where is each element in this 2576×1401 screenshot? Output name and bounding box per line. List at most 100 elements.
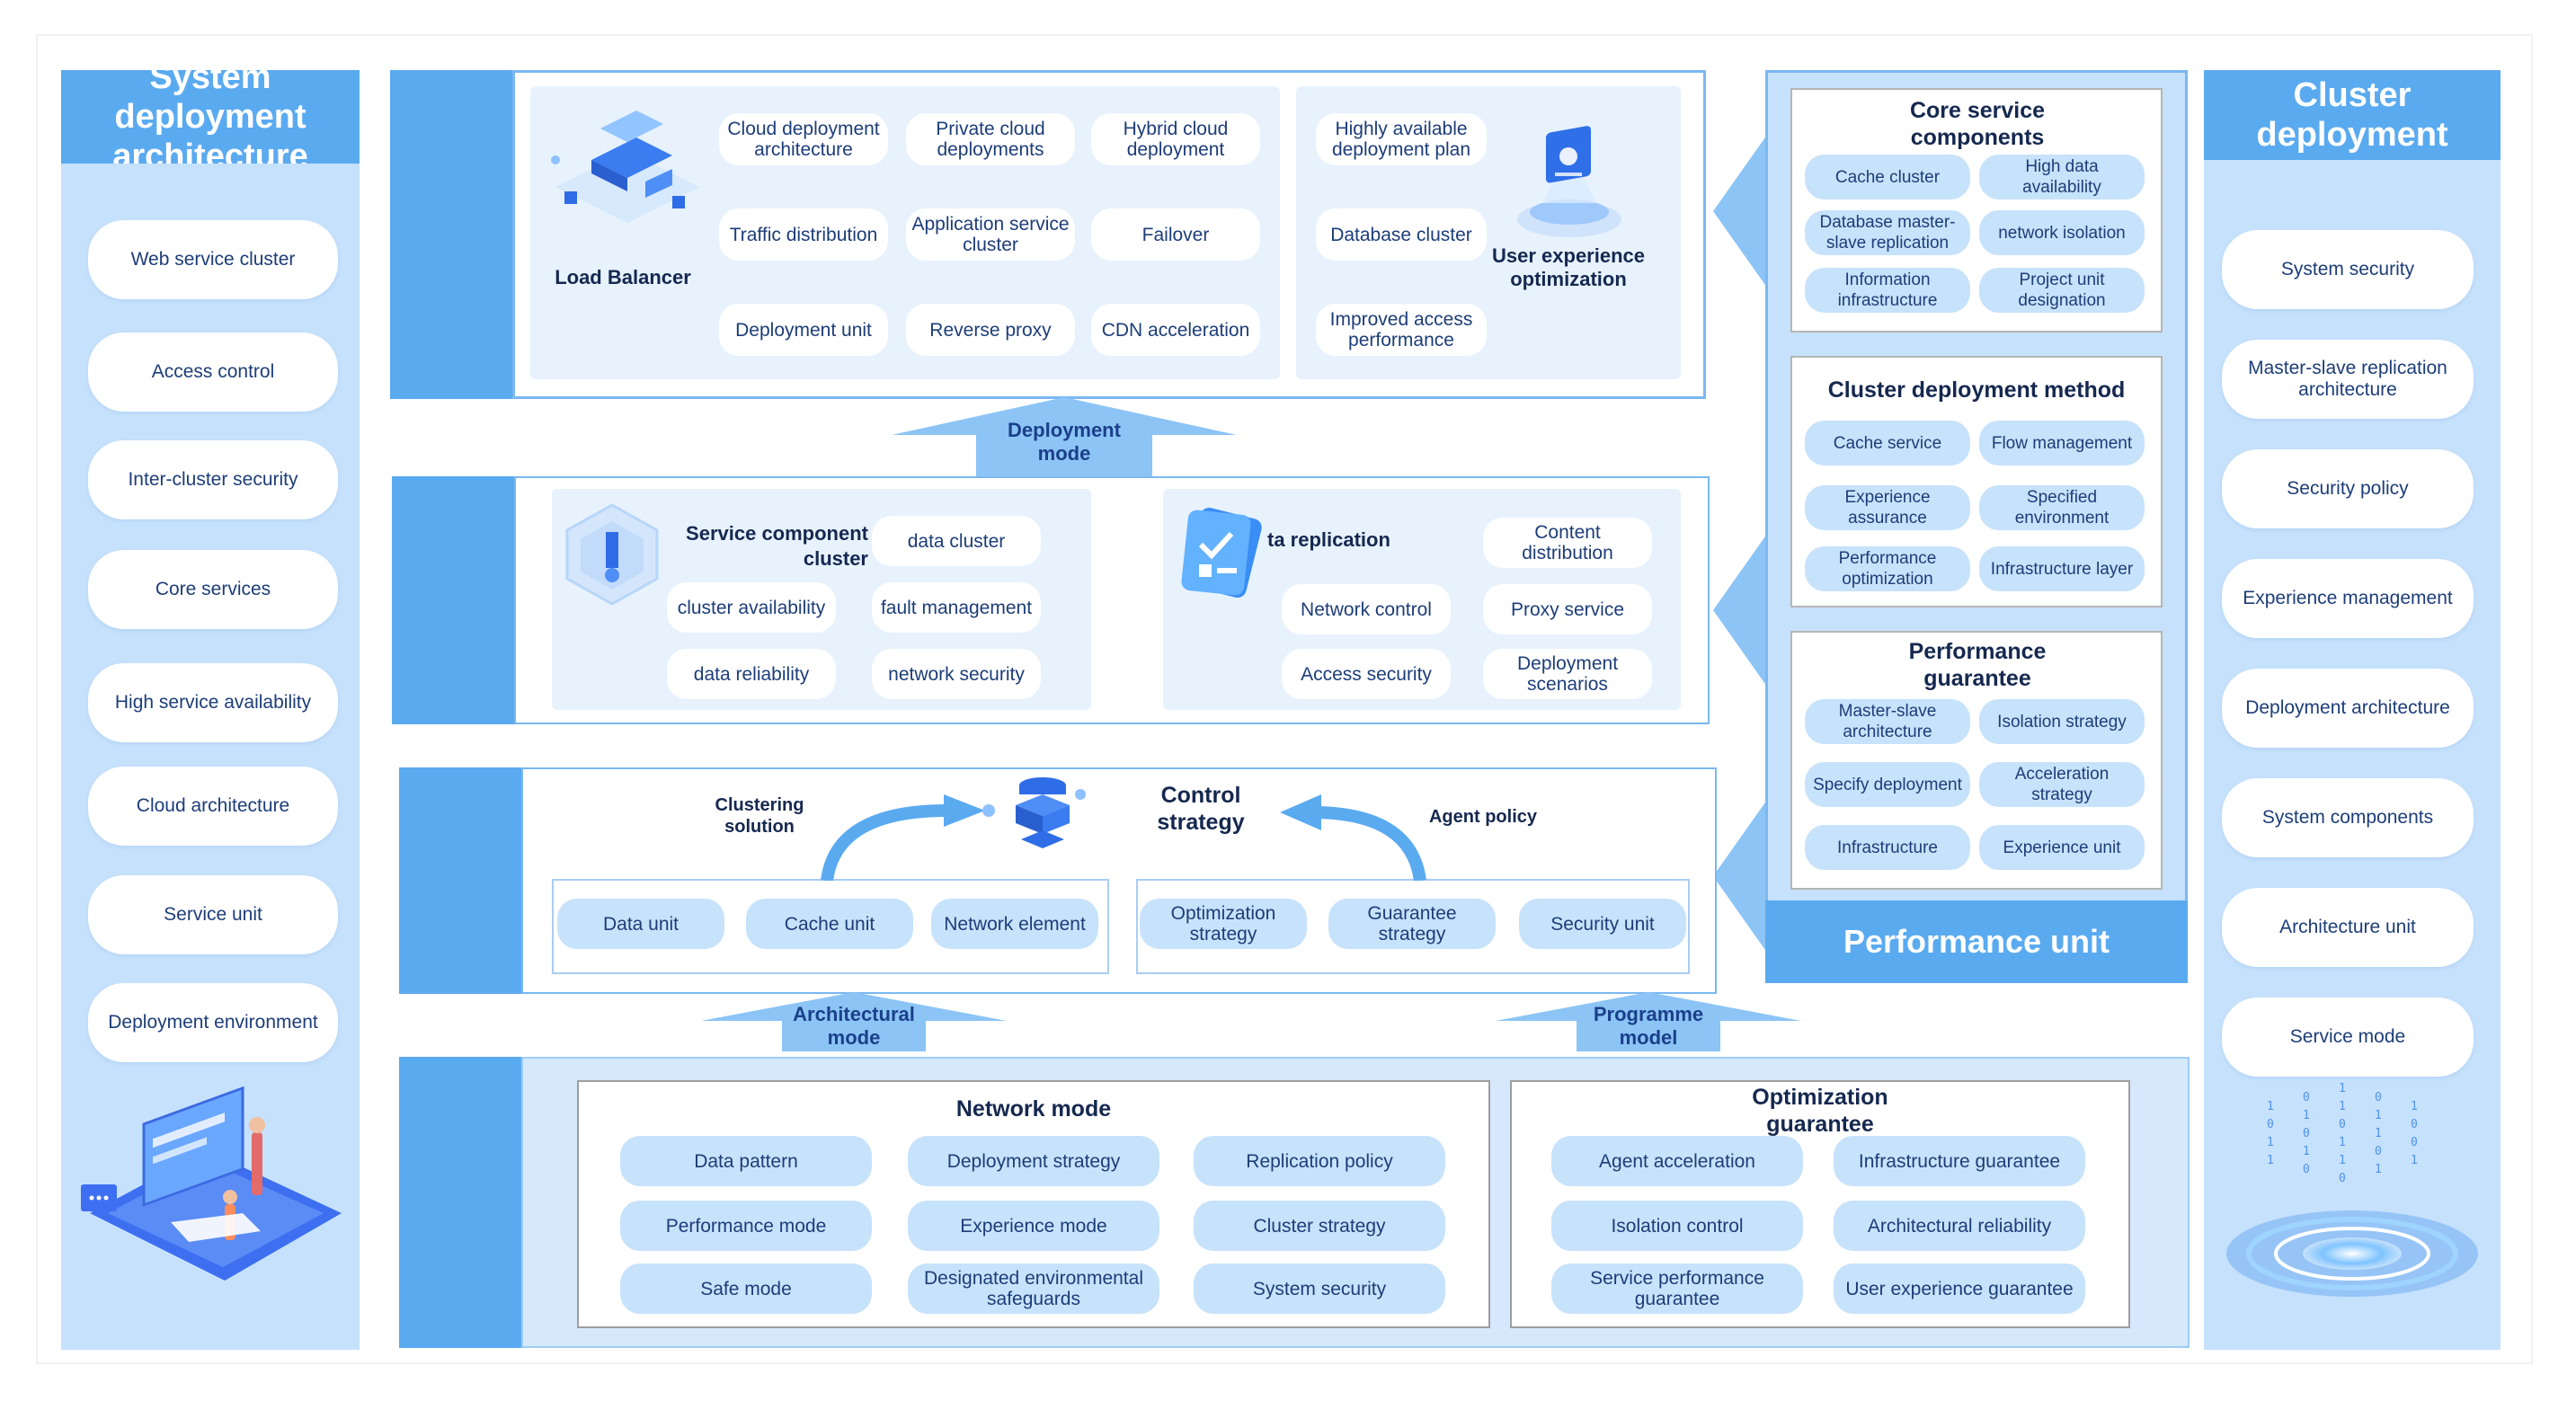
svg-text:0: 0 (2411, 1136, 2418, 1149)
network-mode-chip: Cluster strategy (1194, 1201, 1445, 1251)
svg-text:1: 1 (2411, 1100, 2418, 1113)
optimization-chip: Isolation control (1551, 1201, 1803, 1251)
architectural-mode-arrow (701, 992, 1007, 1051)
left-column-title: System deployment architecture (61, 70, 360, 164)
optimization-chip: Service performance guarantee (1551, 1264, 1803, 1314)
svg-text:0: 0 (2267, 1118, 2274, 1131)
svg-text:1: 1 (2267, 1136, 2274, 1149)
left-column-item: Access control (88, 333, 338, 412)
left-column-item: High service availability (88, 663, 338, 742)
performance-chip: Master-slave architecture (1805, 699, 1970, 744)
top-panel-chip: Failover (1091, 208, 1260, 261)
left-column-item: Inter-cluster security (88, 440, 338, 519)
performance-chip: Performance optimization (1805, 546, 1970, 591)
mid-right-chip: Network control (1282, 584, 1451, 634)
control-right-chip: Security unit (1519, 899, 1686, 949)
svg-text:0: 0 (2303, 1163, 2310, 1176)
top-panel-chip: Private cloud deployments (906, 113, 1075, 165)
mid-right-chip: Proxy service (1483, 584, 1652, 634)
optimization-chip: User experience guarantee (1834, 1264, 2085, 1314)
top-panel-right-chip: Database cluster (1316, 208, 1487, 261)
control-left-chip: Data unit (557, 899, 724, 949)
programme-model-arrow (1496, 992, 1801, 1051)
control-strategy-title: Control strategy (1157, 783, 1245, 835)
network-mode-chip: Designated environmental safeguards (908, 1264, 1159, 1314)
performance-chip: Experience unit (1979, 825, 2145, 870)
control-left-chip: Cache unit (746, 899, 913, 949)
right-column-item: Deployment architecture (2222, 669, 2474, 748)
stack-icon (982, 777, 1086, 848)
perf-guarantee-title: Performance guarantee (1908, 639, 2047, 691)
performance-chip: Infrastructure (1805, 825, 1970, 870)
clustering-solution-label: Clustering solution (715, 795, 804, 837)
network-mode-chip: Deployment strategy (908, 1136, 1159, 1186)
right-column-item: Security policy (2222, 449, 2474, 528)
left-arrow-2 (1713, 534, 1767, 687)
curved-arrow-left (821, 794, 985, 881)
left-arrow-1 (1713, 135, 1767, 288)
office-illustration (81, 1086, 342, 1281)
control-right-chip: Guarantee strategy (1328, 899, 1496, 949)
right-column-item: Experience management (2222, 559, 2474, 638)
left-column-item: Cloud architecture (88, 767, 338, 846)
network-mode-chip: System security (1194, 1264, 1445, 1314)
right-column-item: System components (2222, 778, 2474, 857)
performance-chip: Acceleration strategy (1979, 762, 2145, 807)
bottom-panel-accent (399, 1057, 525, 1348)
svg-text:1: 1 (2303, 1145, 2310, 1158)
svg-text:1: 1 (2375, 1163, 2382, 1176)
network-mode-chip: Safe mode (620, 1264, 872, 1314)
right-column-item: Architecture unit (2222, 888, 2474, 967)
svg-text:0: 0 (2375, 1145, 2382, 1158)
deployment-mode-label: Deployment mode (1008, 419, 1121, 465)
top-panel-accent (390, 70, 516, 399)
top-panel-chip: CDN acceleration (1091, 304, 1260, 356)
svg-text:1: 1 (2339, 1082, 2346, 1095)
performance-chip: Cache cluster (1805, 155, 1970, 200)
left-column-item: Core services (88, 550, 338, 629)
network-mode-chip: Replication policy (1194, 1136, 1445, 1186)
load-balancer-label: Load Balancer (555, 266, 691, 288)
optimization-chip: Infrastructure guarantee (1834, 1136, 2085, 1186)
optimization-chip: Agent acceleration (1551, 1136, 1803, 1186)
right-column-item: System security (2222, 230, 2474, 309)
cluster-method-title: Cluster deployment method (1827, 377, 2126, 403)
performance-unit-footer: Performance unit (1765, 900, 2188, 983)
architectural-mode-label: Architectural mode (793, 1003, 915, 1049)
optimization-chip: Architectural reliability (1834, 1201, 2085, 1251)
mid-left-chip: network security (872, 649, 1041, 699)
mid-right-chip: Access security (1282, 649, 1451, 699)
performance-chip: High data availability (1979, 155, 2145, 200)
user-experience-label: User experience optimization (1492, 244, 1645, 290)
top-panel-chip: Deployment unit (719, 304, 888, 356)
top-panel-chip: Traffic distribution (719, 208, 888, 261)
deployment-mode-arrow (892, 397, 1237, 476)
control-panel-accent (399, 767, 525, 994)
mid-left-chip: data reliability (667, 649, 836, 699)
load-balancer-icon (551, 111, 699, 223)
performance-chip: Infrastructure layer (1979, 546, 2145, 591)
right-column-title: Cluster deployment (2204, 70, 2500, 160)
performance-chip: Isolation strategy (1979, 699, 2145, 744)
svg-text:1: 1 (2339, 1136, 2346, 1149)
performance-chip: Flow management (1979, 421, 2145, 466)
performance-chip: Specified environment (1979, 485, 2145, 530)
curved-arrow-right (1280, 794, 1426, 881)
svg-text:0: 0 (2303, 1127, 2310, 1140)
svg-text:1: 1 (2411, 1154, 2418, 1167)
service-component-title: Service component cluster (686, 522, 868, 570)
performance-chip: Project unit designation (1979, 268, 2145, 313)
replication-icon (1181, 507, 1262, 599)
performance-chip: Cache service (1805, 421, 1970, 466)
performance-chip: Information infrastructure (1805, 268, 1970, 313)
svg-text:1: 1 (2339, 1154, 2346, 1167)
top-panel-right-chip: Improved access performance (1316, 304, 1487, 356)
svg-text:0: 0 (2375, 1091, 2382, 1104)
network-mode-chip: Performance mode (620, 1201, 872, 1251)
network-mode-chip: Data pattern (620, 1136, 872, 1186)
top-panel-chip: Cloud deployment architecture (719, 113, 888, 165)
svg-text:1: 1 (2339, 1100, 2346, 1113)
svg-text:1: 1 (2267, 1154, 2274, 1167)
left-column-item: Service unit (88, 875, 338, 954)
